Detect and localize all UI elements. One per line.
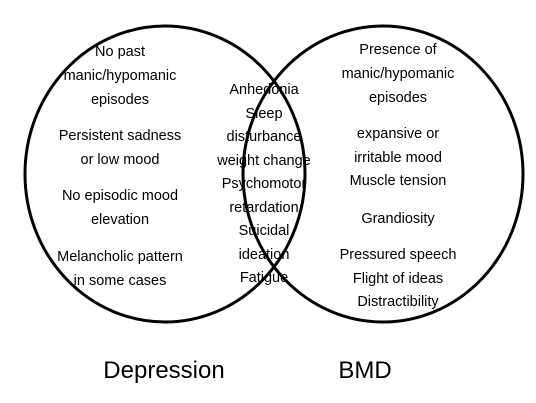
depression-only-region: No episodic mood elevation [40,184,200,232]
depression-label: Depression [103,357,225,384]
bmd-label: BMD [338,357,392,384]
depression-only-region: No past manic/hypomanic episodes [40,40,200,112]
depression-only-region: Melancholic pattern in some cases [40,245,200,293]
depression-item: or low mood [80,152,160,168]
bmd-item: manic/hypomanic [341,66,455,82]
overlap-item: weight change [217,152,311,169]
bmd-only-region: Pressured speech Flight of ideas Distrac… [318,244,478,315]
depression-item: in some cases [73,273,167,289]
depression-item: episodes [90,92,150,108]
overlap-item: Sleep [245,105,283,122]
bmd-item: Pressured speech [339,247,457,263]
overlap-item: Fatigue [239,270,289,286]
overlap-item: Anhedonia [229,82,299,98]
overlap-item: Psychomotor [221,176,307,192]
overlap-item: ideation [238,246,290,263]
bmd-item: Distractibility [357,294,439,310]
depression-item: Persistent sadness [58,128,182,144]
bmd-item: irritable mood [354,149,442,166]
bmd-item: Flight of ideas [352,270,444,287]
depression-item: No episodic mood [61,188,179,204]
bmd-item: Grandiosity [361,211,435,227]
overlap-region: Anhedonia Sleep disturbance weight chang… [199,79,329,291]
depression-item: manic/hypomanic [63,68,177,84]
bmd-only-region: Presence of manic/hypomanic episodes [318,38,478,110]
bmd-only-region: expansive or irritable mood Muscle tensi… [318,123,478,194]
bmd-item: episodes [368,90,428,106]
overlap-item: retardation [229,199,299,216]
overlap-item: Suicidal [238,223,290,239]
depression-item: No past [95,44,145,60]
bmd-item: expansive or [356,126,440,142]
bmd-item: Muscle tension [349,173,447,189]
bmd-only-region: Grandiosity [318,207,478,231]
depression-circle [23,24,307,324]
overlap-item: disturbance [226,129,302,145]
depression-item: elevation [90,212,150,228]
bmd-circle [241,24,525,324]
bmd-item: Presence of [359,42,437,58]
depression-item: Melancholic pattern [57,249,183,265]
depression-only-region: Persistent sadness or low mood [40,124,200,172]
